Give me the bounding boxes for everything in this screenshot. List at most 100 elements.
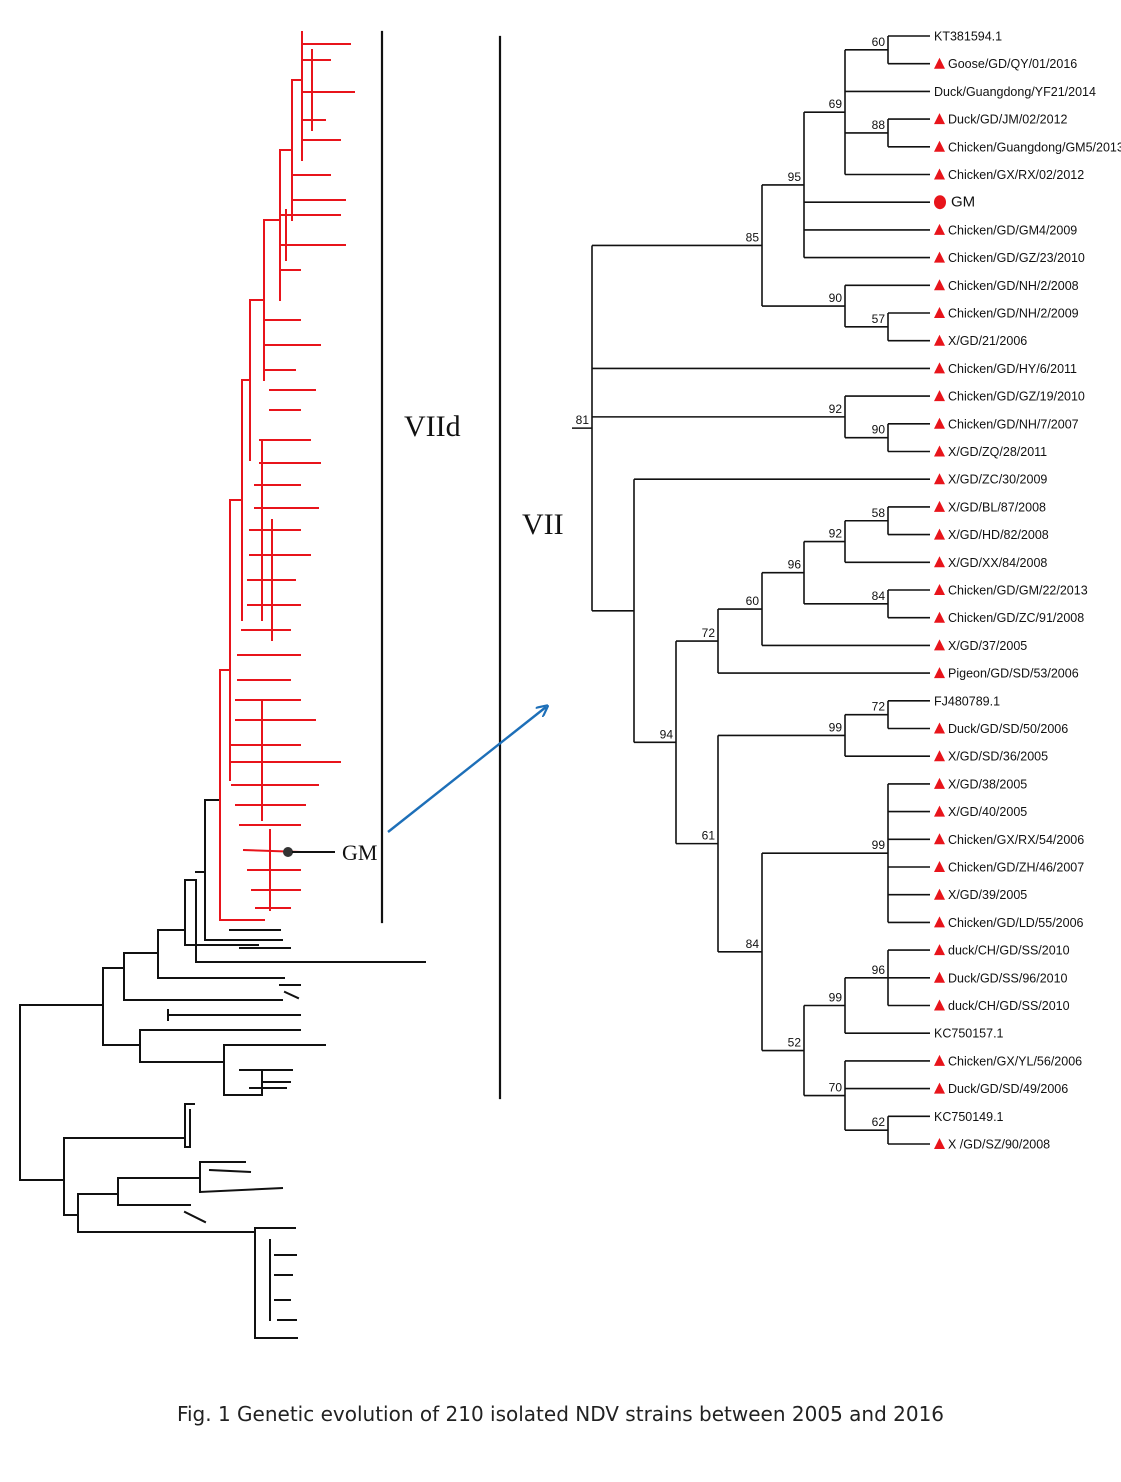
- isolate-triangle-marker: [934, 223, 945, 235]
- taxon-label: Duck/GD/SD/50/2006: [948, 722, 1068, 736]
- gm-circle-marker: [934, 195, 946, 210]
- bootstrap-label: 58: [872, 506, 886, 520]
- taxon-label: X/GD/ZQ/28/2011: [948, 445, 1047, 459]
- isolate-triangle-marker: [934, 279, 945, 291]
- taxon-label: Chicken/GX/YL/56/2006: [948, 1054, 1082, 1068]
- taxon-label: Chicken/GD/NH/2/2009: [948, 307, 1079, 321]
- isolate-triangle-marker: [934, 362, 945, 374]
- taxon-label: Chicken/GD/GZ/19/2010: [948, 390, 1085, 404]
- taxon-label: Chicken/GD/NH/2/2008: [948, 279, 1079, 293]
- isolate-triangle-marker: [934, 833, 945, 845]
- isolate-triangle-marker: [934, 528, 945, 540]
- overview-black-branches: [19, 799, 426, 1339]
- bootstrap-label: 92: [829, 402, 843, 416]
- isolate-triangle-marker: [934, 334, 945, 346]
- isolate-triangle-marker: [934, 168, 945, 180]
- taxon-label: Chicken/GD/ZC/91/2008: [948, 611, 1084, 625]
- bootstrap-label: 94: [660, 727, 674, 741]
- bootstrap-label: 69: [829, 97, 843, 111]
- bootstrap-label: 52: [788, 1036, 802, 1050]
- taxon-label: duck/CH/GD/SS/2010: [948, 999, 1070, 1013]
- bootstrap-label: 60: [872, 35, 886, 49]
- zoom-arrow: [387, 707, 546, 833]
- taxon-label: Duck/GD/JM/02/2012: [948, 113, 1068, 127]
- taxon-label: Chicken/GX/RX/54/2006: [948, 833, 1084, 847]
- bootstrap-label: 99: [872, 838, 886, 852]
- bootstrap-label: 99: [829, 991, 843, 1005]
- isolate-triangle-marker: [934, 999, 945, 1011]
- bootstrap-label: 96: [788, 558, 802, 572]
- bootstrap-label: 62: [872, 1115, 886, 1129]
- taxon-label: FJ480789.1: [934, 694, 1000, 708]
- taxon-label: Chicken/GD/GZ/23/2010: [948, 251, 1085, 265]
- taxon-label: KC750157.1: [934, 1027, 1004, 1041]
- taxon-label: X/GD/BL/87/2008: [948, 500, 1046, 514]
- taxon-label: X /GD/SZ/90/2008: [948, 1138, 1050, 1152]
- taxon-label: X/GD/HD/82/2008: [948, 528, 1049, 542]
- taxon-label: X/GD/21/2006: [948, 334, 1027, 348]
- taxon-label: Goose/GD/QY/01/2016: [948, 57, 1077, 71]
- isolate-triangle-marker: [934, 971, 945, 983]
- taxon-label: KT381594.1: [934, 30, 1002, 44]
- bootstrap-label: 96: [872, 963, 886, 977]
- isolate-triangle-marker: [934, 639, 945, 651]
- taxon-label: X/GD/37/2005: [948, 639, 1027, 653]
- overview-tree: GM VIId VII: [19, 30, 564, 1339]
- taxon-label: Chicken/GD/ZH/46/2007: [948, 861, 1084, 875]
- taxon-label: X/GD/SD/36/2005: [948, 750, 1048, 764]
- bootstrap-label: 61: [702, 829, 716, 843]
- taxon-label: X/GD/39/2005: [948, 888, 1027, 902]
- isolate-triangle-marker: [934, 251, 945, 263]
- bootstrap-label: 88: [872, 118, 886, 132]
- taxon-label: Duck/Guangdong/YF21/2014: [934, 85, 1096, 99]
- taxon-label: Chicken/GD/LD/55/2006: [948, 916, 1084, 930]
- bootstrap-label: 92: [829, 527, 843, 541]
- isolate-triangle-marker: [934, 584, 945, 595]
- bootstrap-label: 99: [829, 720, 843, 734]
- isolate-triangle-marker: [934, 750, 945, 762]
- overview-gm-label: GM: [342, 840, 377, 865]
- isolate-triangle-marker: [934, 667, 945, 679]
- isolate-triangle-marker: [934, 861, 945, 872]
- isolate-triangle-marker: [934, 473, 945, 485]
- isolate-triangle-marker: [934, 417, 945, 429]
- taxon-label: duck/CH/GD/SS/2010: [948, 944, 1070, 958]
- overview-gm-node: [283, 847, 293, 857]
- figure-caption: Fig. 1 Genetic evolution of 210 isolated…: [176, 1402, 945, 1426]
- taxon-label: Chicken/GD/NH/7/2007: [948, 417, 1079, 431]
- bootstrap-label: 95: [788, 170, 802, 184]
- isolate-triangle-marker: [934, 445, 945, 457]
- bootstrap-label: 72: [872, 700, 886, 714]
- taxon-label: GM: [951, 194, 975, 211]
- isolate-triangle-marker: [934, 307, 945, 318]
- isolate-triangle-marker: [934, 722, 945, 734]
- taxon-label: Chicken/GD/HY/6/2011: [948, 362, 1077, 376]
- isolate-triangle-marker: [934, 113, 945, 125]
- bootstrap-label: 72: [702, 626, 716, 640]
- isolate-triangle-marker: [934, 57, 945, 69]
- bootstrap-label: 84: [746, 937, 760, 951]
- bootstrap-label: 60: [746, 594, 760, 608]
- taxon-label: X/GD/40/2005: [948, 805, 1027, 819]
- isolate-triangle-marker: [934, 944, 945, 956]
- taxon-label: Chicken/GX/RX/02/2012: [948, 168, 1084, 182]
- detail-tree: 6088699557908590925892849660727299999699…: [572, 30, 1121, 1152]
- taxon-label: Pigeon/GD/SD/53/2006: [948, 667, 1079, 681]
- isolate-triangle-marker: [934, 1054, 945, 1066]
- isolate-triangle-marker: [934, 1082, 945, 1094]
- overview-red-branches: [219, 31, 355, 921]
- isolate-triangle-marker: [934, 805, 945, 817]
- taxon-label: Chicken/Guangdong/GM5/2013: [948, 140, 1121, 154]
- bootstrap-label: 90: [829, 291, 843, 305]
- clade-viid-label: VIId: [404, 410, 461, 443]
- isolate-triangle-marker: [934, 556, 945, 568]
- isolate-triangle-marker: [934, 888, 945, 900]
- taxon-label: Duck/GD/SD/49/2006: [948, 1082, 1068, 1096]
- taxon-label: Chicken/GD/GM/22/2013: [948, 584, 1088, 598]
- bootstrap-label: 70: [829, 1081, 843, 1095]
- taxon-label: X/GD/ZC/30/2009: [948, 473, 1047, 487]
- taxon-label: KC750149.1: [934, 1110, 1004, 1124]
- taxon-label: X/GD/XX/84/2008: [948, 556, 1047, 570]
- isolate-triangle-marker: [934, 777, 945, 789]
- bootstrap-label: 90: [872, 423, 886, 437]
